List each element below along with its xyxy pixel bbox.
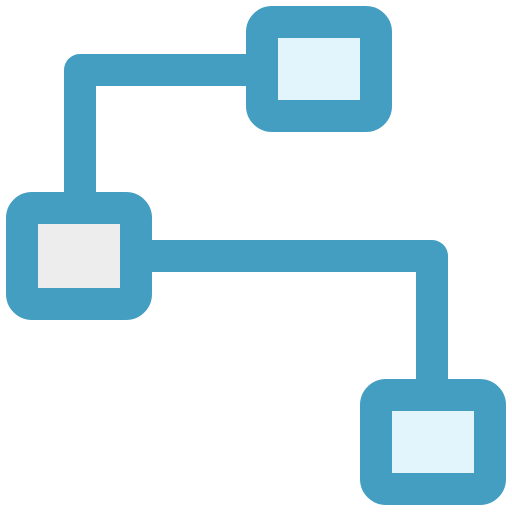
nodes-group [6, 6, 506, 505]
top-child-node [246, 6, 392, 132]
connectors-group [64, 54, 448, 398]
root-node [6, 192, 152, 320]
connector-root-to-top [64, 54, 266, 216]
bottom-child-node [360, 379, 506, 505]
connector-root-to-bottom [134, 240, 448, 398]
